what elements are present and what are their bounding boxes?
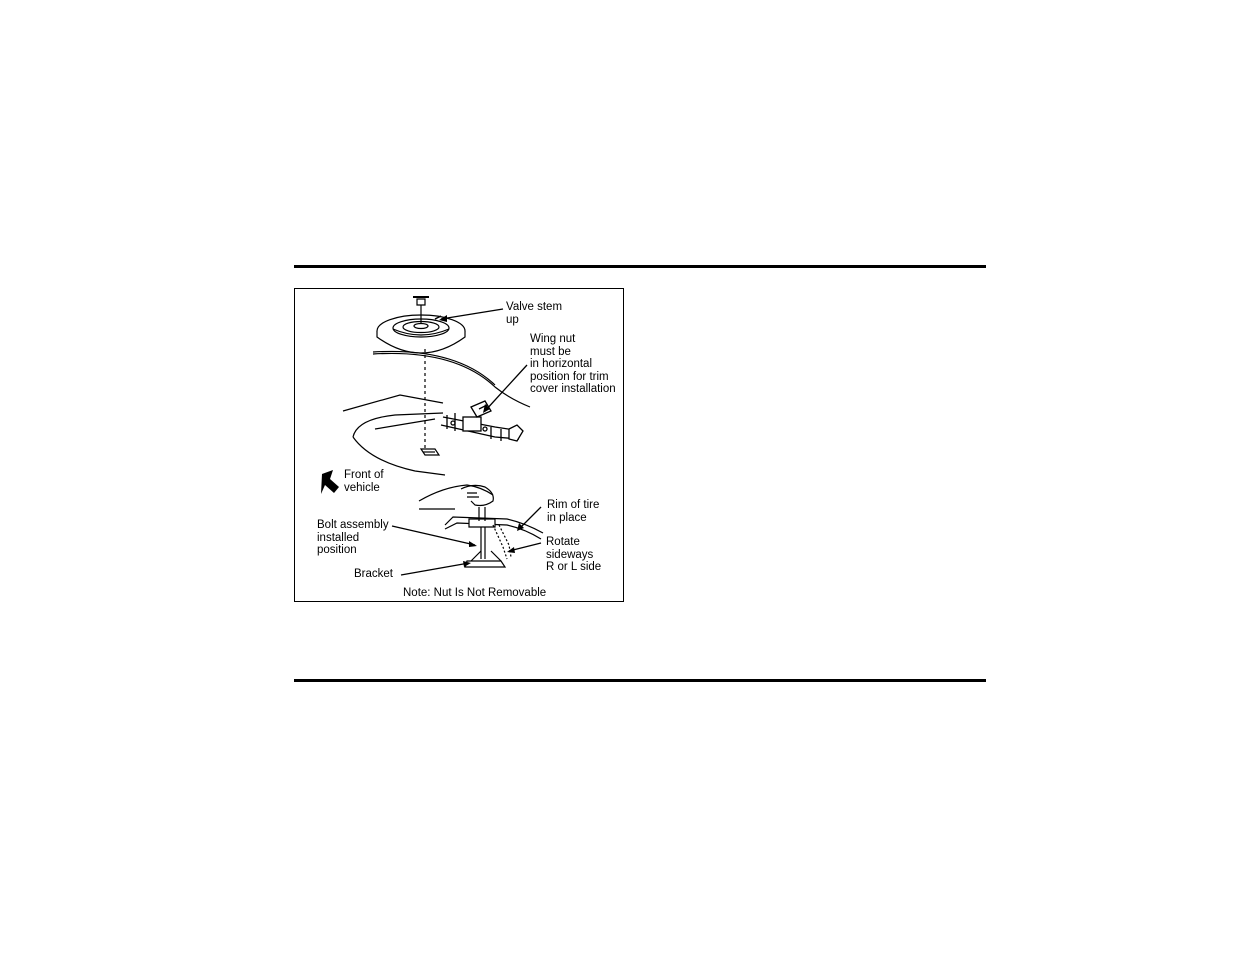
front-of-vehicle-arrow bbox=[321, 470, 339, 494]
wing-nut-label: Wing nut must be in horizontal position … bbox=[530, 333, 616, 395]
rim-of-tire-label: Rim of tire in place bbox=[547, 499, 600, 524]
rotate-sideways-label: Rotate sideways R or L side bbox=[546, 536, 602, 573]
figure-note: Note: Nut Is Not Removable bbox=[403, 587, 547, 599]
spare-tire-drawing bbox=[376, 296, 466, 354]
bolt-assembly-label: Bolt assembly installed position bbox=[317, 519, 389, 556]
jack-drawing bbox=[440, 400, 524, 442]
floor-pan-drawing bbox=[342, 350, 531, 476]
figure-illustration bbox=[321, 296, 544, 576]
top-rule bbox=[294, 265, 986, 268]
valve-stem-label: Valve stem up bbox=[506, 301, 563, 326]
front-of-vehicle-label: Front of vehicle bbox=[344, 469, 384, 494]
bottom-rule bbox=[294, 679, 986, 682]
spare-tire-stowage-figure: Valve stem up Wing nut must be in horizo… bbox=[294, 288, 624, 602]
leader-lines bbox=[391, 308, 542, 576]
leader-arrowheads bbox=[439, 315, 524, 567]
bolt-assembly-drawing bbox=[418, 484, 544, 568]
bracket-label: Bracket bbox=[354, 568, 393, 580]
